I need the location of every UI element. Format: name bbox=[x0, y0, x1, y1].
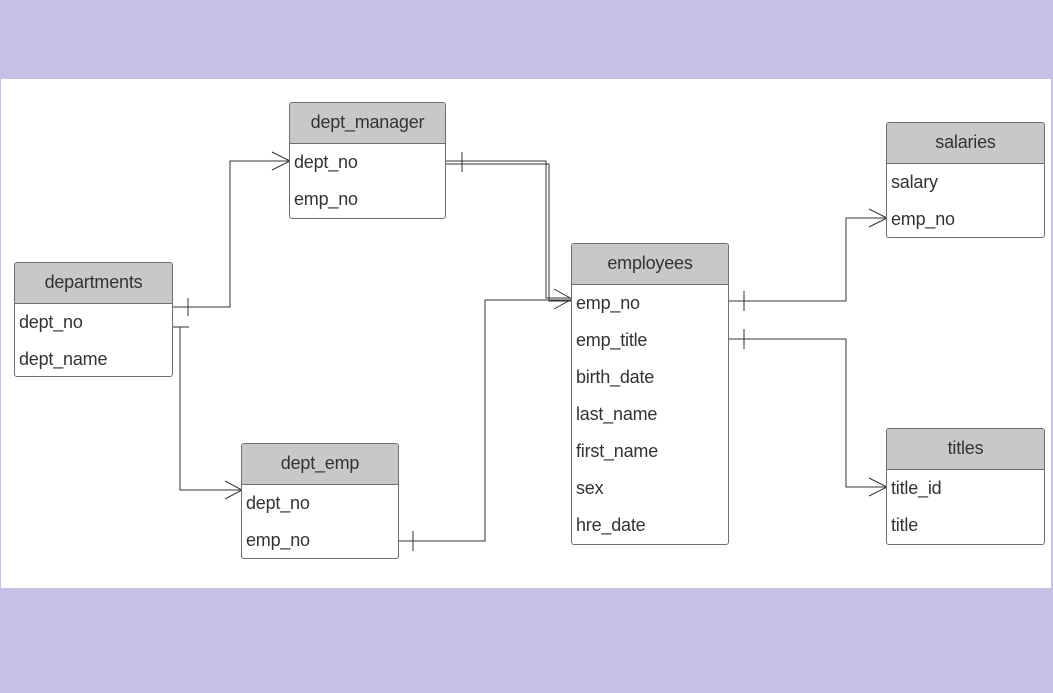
field-employees-birth-date: birth_date bbox=[576, 367, 655, 387]
field-employees-emp-no: emp_no bbox=[576, 293, 640, 313]
bottom-band bbox=[0, 588, 1053, 693]
entity-titles-title: titles bbox=[887, 429, 1044, 470]
field-salaries-salary: salary bbox=[891, 172, 938, 192]
entity-employees-title: employees bbox=[572, 244, 728, 285]
entity-dept-manager-title: dept_manager bbox=[290, 103, 445, 144]
field-titles-title: title bbox=[891, 515, 919, 535]
entity-departments-title: departments bbox=[15, 263, 172, 304]
field-dept-emp-dept-no: dept_no bbox=[246, 493, 310, 513]
entity-departments[interactable]: departments dept_no dept_name bbox=[14, 262, 173, 377]
entity-dept-manager[interactable]: dept_manager dept_no emp_no bbox=[289, 102, 446, 219]
field-employees-last-name: last_name bbox=[576, 404, 658, 424]
field-dept-manager-emp-no: emp_no bbox=[294, 189, 358, 209]
entity-salaries-title: salaries bbox=[887, 123, 1044, 164]
field-departments-dept-no: dept_no bbox=[19, 312, 83, 332]
field-titles-title-id: title_id bbox=[891, 478, 942, 498]
top-band bbox=[0, 0, 1053, 79]
field-employees-first-name: first_name bbox=[576, 441, 659, 461]
field-departments-dept-name: dept_name bbox=[19, 349, 108, 369]
field-salaries-emp-no: emp_no bbox=[891, 209, 955, 229]
field-employees-hre-date: hre_date bbox=[576, 515, 646, 535]
field-dept-emp-emp-no: emp_no bbox=[246, 530, 310, 550]
entity-dept-emp[interactable]: dept_emp dept_no emp_no bbox=[241, 443, 399, 559]
entity-employees[interactable]: employees emp_no emp_title birth_date la… bbox=[571, 243, 729, 545]
field-employees-emp-title: emp_title bbox=[576, 330, 648, 350]
entity-salaries[interactable]: salaries salary emp_no bbox=[886, 122, 1045, 238]
entity-titles[interactable]: titles title_id title bbox=[886, 428, 1045, 545]
field-dept-manager-dept-no: dept_no bbox=[294, 152, 358, 172]
entity-dept-emp-title: dept_emp bbox=[242, 444, 398, 485]
field-employees-sex: sex bbox=[576, 478, 604, 498]
